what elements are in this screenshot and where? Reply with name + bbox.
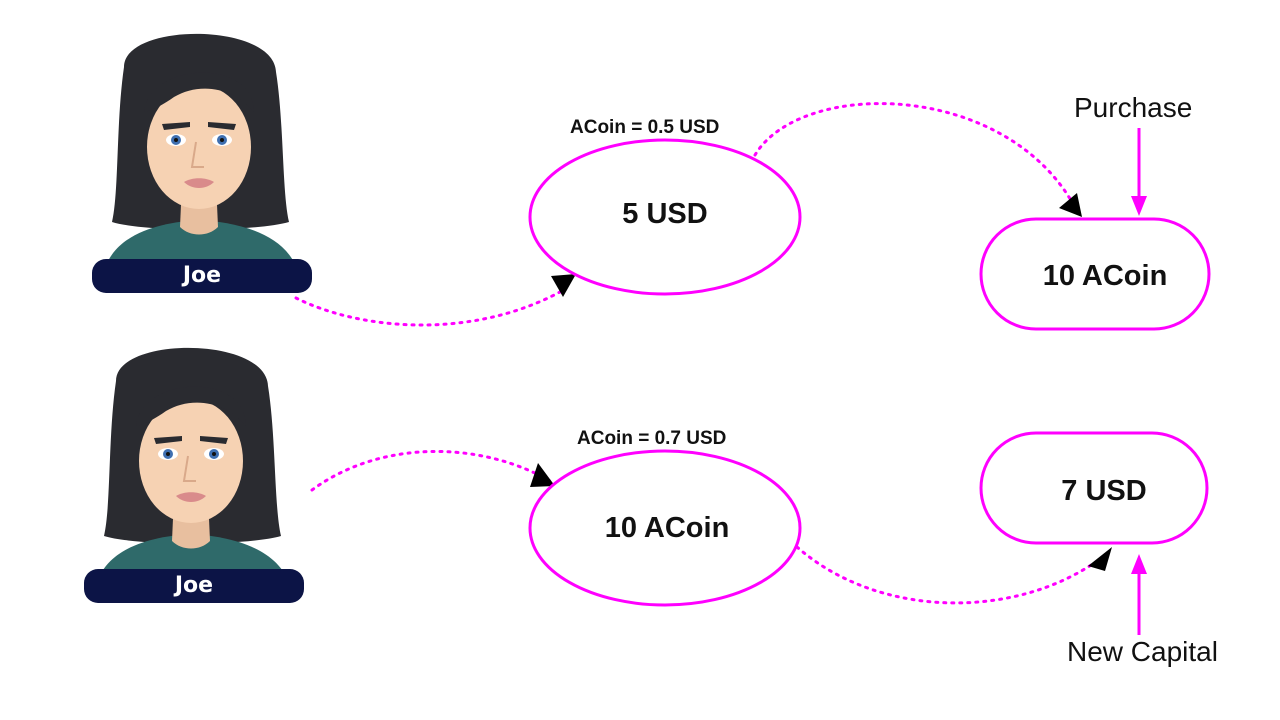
arrowhead [1088,547,1112,571]
arrowhead [1131,554,1147,574]
source-node [528,138,802,296]
avatar-icon [95,346,291,587]
new-capital-label: New Capital [1067,636,1218,667]
result-amount: 7 USD [1061,475,1147,507]
result-node [979,431,1209,545]
source-amount: 5 USD [622,198,708,230]
person-name-tag: Joe [92,259,312,293]
purchase-label: Purchase [1074,92,1193,123]
connector-person-to-source [294,290,562,327]
avatar-icon [103,32,299,274]
arrowhead [530,463,555,487]
connector-person-to-source [310,449,554,492]
arrowhead [1131,196,1147,216]
result-node [979,217,1211,331]
exchange-rate-label: ACoin = 0.7 USD [577,428,727,449]
source-amount: 10 ACoin [604,512,730,544]
connector-source-to-result [795,545,1106,605]
arrowhead [1059,193,1082,217]
person-name-tag: Joe [84,569,304,603]
connector-source-to-result [753,102,1074,204]
exchange-rate-label: ACoin = 0.5 USD [570,117,720,138]
source-node [528,449,802,607]
arrowhead [551,274,576,297]
result-amount: 10 ACoin [1042,260,1168,292]
